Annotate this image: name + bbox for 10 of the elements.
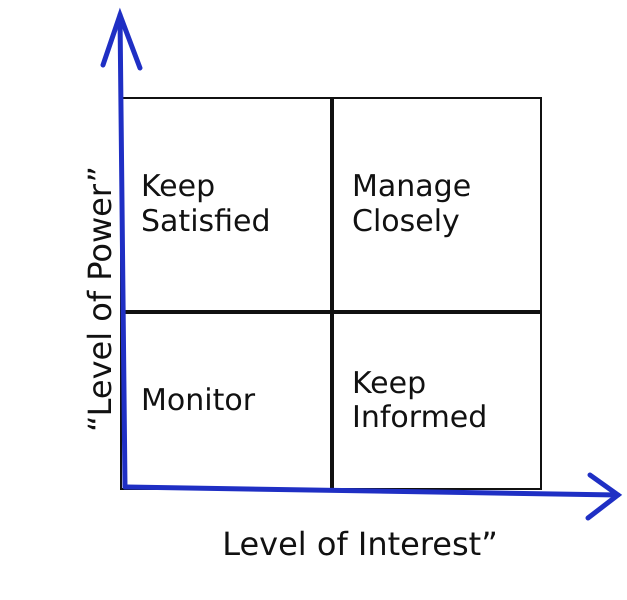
quadrant-label: Monitor [141,384,256,418]
matrix-quadrant [120,97,332,312]
matrix-quadrant [120,312,332,490]
matrix-quadrant [332,97,542,312]
axis-title: “Level of Power” [81,165,119,434]
matrix-quadrant [332,312,542,490]
quadrant-label: Keep Satisfied [141,170,272,239]
axis-title: Level of Interest” [221,525,499,563]
quadrant-label: Manage Closely [352,170,472,239]
quadrant-label: Keep Informed [352,366,488,436]
